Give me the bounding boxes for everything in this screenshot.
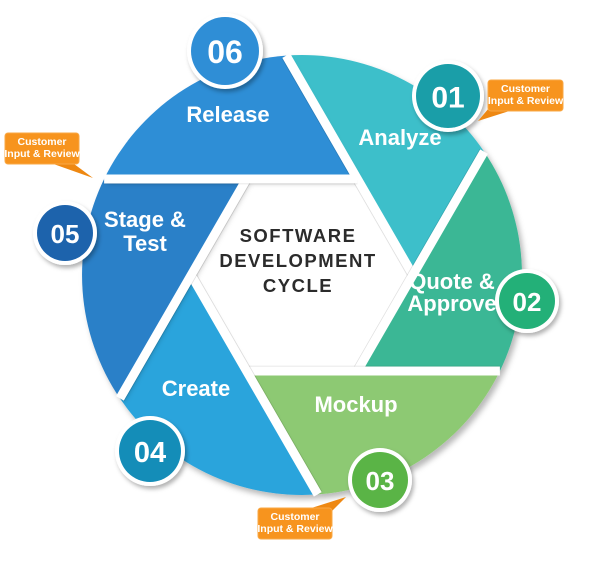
callout-box	[257, 507, 333, 540]
step-number-05: 05	[51, 219, 80, 249]
blade-label-mockup: Mockup	[314, 392, 397, 417]
step-circle-03: 03	[348, 448, 412, 512]
blade-quote-approve	[357, 151, 522, 371]
callout-text-line1: Customer	[270, 511, 319, 523]
step-circle-02: 02	[495, 269, 559, 333]
center-title-line3: CYCLE	[263, 275, 333, 296]
blade-gap	[116, 176, 251, 401]
blade-gap	[353, 149, 488, 374]
step-number-03: 03	[366, 466, 395, 496]
blade-label-quote-approve-line1: Quote &	[409, 269, 495, 294]
callout-text-line1: Customer	[501, 83, 550, 95]
callout-text-line2: Input & Review	[257, 523, 333, 535]
step-circle-06: 06	[187, 13, 263, 89]
step-number-02: 02	[513, 287, 542, 317]
callout-box	[4, 132, 80, 165]
blade-label-create: Create	[162, 376, 230, 401]
blade-gap	[282, 53, 417, 278]
blade-stage-test	[82, 179, 247, 399]
blade-label-stage-test-line1: Stage &	[104, 207, 186, 232]
step-circle-04: 04	[115, 416, 185, 486]
step-circle-disc	[416, 64, 480, 128]
callout-tail	[45, 161, 93, 178]
step-circle-disc	[119, 420, 181, 482]
callout-text-line1: Customer	[17, 136, 66, 148]
step-number-01: 01	[431, 81, 464, 114]
step-circle-disc	[37, 205, 93, 261]
step-circle-disc	[191, 17, 259, 85]
callout-text-line2: Input & Review	[4, 148, 80, 160]
blade-gap	[187, 272, 322, 497]
blade-mockup	[246, 371, 500, 495]
step-circle-disc	[352, 452, 408, 508]
blade-label-analyze: Analyze	[358, 125, 441, 150]
blade-label-release: Release	[186, 102, 269, 127]
center-title-line2: DEVELOPMENT	[219, 250, 376, 271]
step-circle-disc	[499, 273, 555, 329]
step-circle-05: 05	[33, 201, 97, 265]
step-circle-01: 01	[412, 60, 484, 132]
blade-label-stage-test-line2: Test	[123, 231, 167, 256]
step-number-06: 06	[207, 34, 243, 70]
callout-text-line2: Input & Review	[488, 95, 564, 107]
callout-box	[487, 79, 564, 112]
blade-release	[104, 55, 358, 179]
step-number-04: 04	[134, 437, 166, 469]
center-title-line1: SOFTWARE	[240, 225, 357, 246]
blade-label-quote-approve-line2: Approve	[407, 291, 496, 316]
